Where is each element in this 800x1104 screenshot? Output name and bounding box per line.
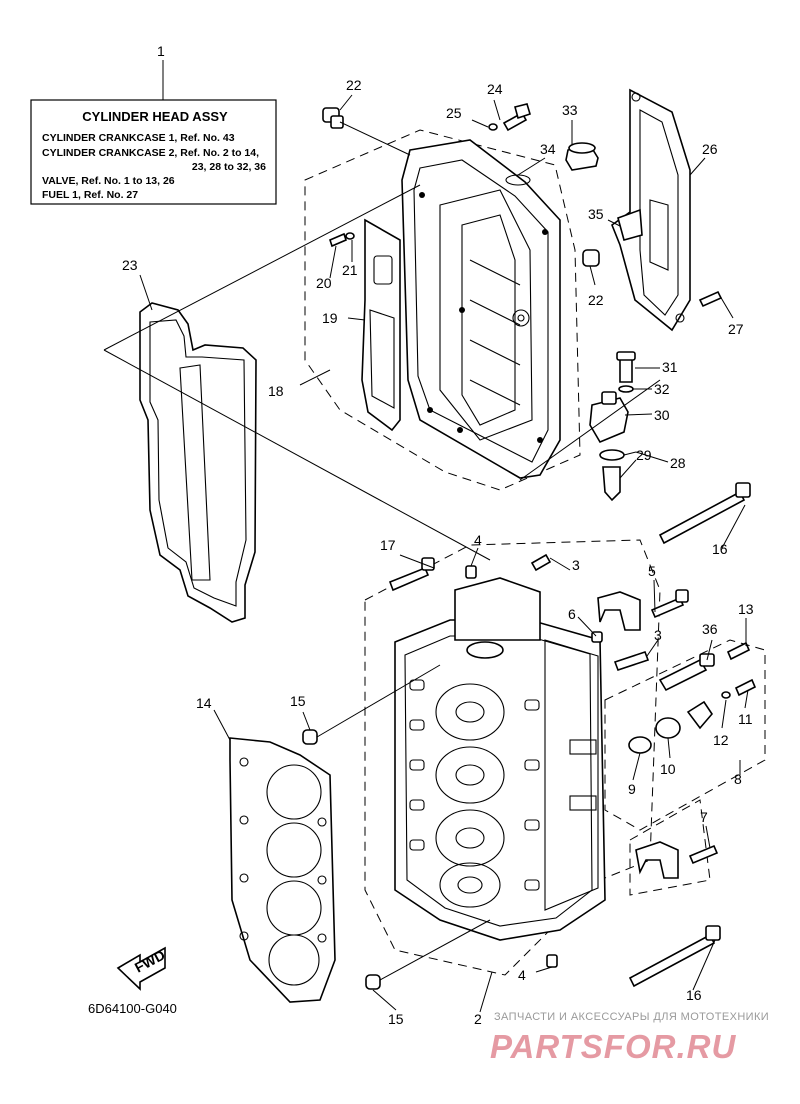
assembly-box-line-2: CYLINDER CRANKCASE 2, Ref. No. 2 to 14, xyxy=(42,147,259,159)
watermark: ЗАПЧАСТИ И АКСЕССУАРЫ ДЛЯ МОТОТЕХНИКИ PA… xyxy=(490,1011,769,1065)
callout-12: 12 xyxy=(713,732,729,748)
callout-6: 6 xyxy=(568,606,576,622)
assembly-box-line-3: 23, 28 to 32, 36 xyxy=(192,161,266,173)
callout-15-top: 15 xyxy=(290,693,306,709)
assembly-info-box: 1 CYLINDER HEAD ASSY CYLINDER CRANKCASE … xyxy=(30,43,277,205)
callout-18: 18 xyxy=(268,383,284,399)
callout-31: 31 xyxy=(662,359,678,375)
callout-4-top: 4 xyxy=(474,532,482,548)
assembly-box-title: CYLINDER HEAD ASSY xyxy=(82,109,228,124)
watermark-subtitle: ЗАПЧАСТИ И АКСЕССУАРЫ ДЛЯ МОТОТЕХНИКИ xyxy=(494,1011,769,1023)
callout-numbers: 22 24 25 33 34 26 35 22 27 20 21 19 18 2… xyxy=(122,77,754,1027)
callout-4-bottom: 4 xyxy=(518,967,526,983)
breather-cover-26 xyxy=(611,88,691,332)
callout-1: 1 xyxy=(157,43,165,59)
callout-11: 11 xyxy=(738,711,753,727)
watermark-brand: PARTSFOR.RU xyxy=(490,1028,736,1065)
callout-30: 30 xyxy=(654,407,670,423)
callout-22-right: 22 xyxy=(588,292,604,308)
callout-35: 35 xyxy=(588,206,604,222)
leader-lines xyxy=(103,94,749,1013)
assembly-box-line-1: CYLINDER CRANKCASE 1, Ref. No. 43 xyxy=(42,132,235,144)
callout-19: 19 xyxy=(322,310,338,326)
callout-16-bottom: 16 xyxy=(686,987,702,1003)
assembly-box-line-5: FUEL 1, Ref. No. 27 xyxy=(42,189,138,201)
lower-fasteners xyxy=(302,482,757,990)
callout-2: 2 xyxy=(474,1011,482,1027)
callout-32: 32 xyxy=(654,381,670,397)
callout-7: 7 xyxy=(700,809,708,825)
callout-34: 34 xyxy=(540,141,556,157)
callout-17: 17 xyxy=(380,537,396,553)
cylinder-head-cover xyxy=(401,139,561,479)
callout-36: 36 xyxy=(702,621,718,637)
callout-3-mid: 3 xyxy=(654,627,662,643)
callout-8: 8 xyxy=(734,771,742,787)
callout-16-top: 16 xyxy=(712,541,728,557)
callout-22: 22 xyxy=(346,77,362,93)
callout-23: 23 xyxy=(122,257,138,273)
callout-3-top: 3 xyxy=(572,557,580,573)
callout-15-bottom: 15 xyxy=(388,1011,404,1027)
callout-26: 26 xyxy=(702,141,718,157)
assembly-box-line-4: VALVE, Ref. No. 1 to 13, 26 xyxy=(42,175,175,187)
callout-10: 10 xyxy=(660,761,676,777)
callout-21: 21 xyxy=(342,262,358,278)
cylinder-block xyxy=(394,577,606,941)
fwd-arrow-icon: FWD xyxy=(116,947,168,991)
callout-28: 28 xyxy=(670,455,686,471)
callout-20: 20 xyxy=(316,275,332,291)
callout-13: 13 xyxy=(738,601,754,617)
callout-33: 33 xyxy=(562,102,578,118)
callout-29: 29 xyxy=(636,447,652,463)
callout-9: 9 xyxy=(628,781,636,797)
callout-27: 27 xyxy=(728,321,744,337)
drawing-code: 6D64100-G040 xyxy=(88,1001,177,1016)
callout-5: 5 xyxy=(648,563,656,579)
callout-25: 25 xyxy=(446,105,462,121)
callout-14: 14 xyxy=(196,695,212,711)
cover-gasket-23 xyxy=(139,302,257,623)
callout-24: 24 xyxy=(487,81,503,97)
upper-fasteners xyxy=(322,103,723,502)
cover-plate-19 xyxy=(361,218,401,432)
head-gasket-14 xyxy=(229,737,336,1003)
